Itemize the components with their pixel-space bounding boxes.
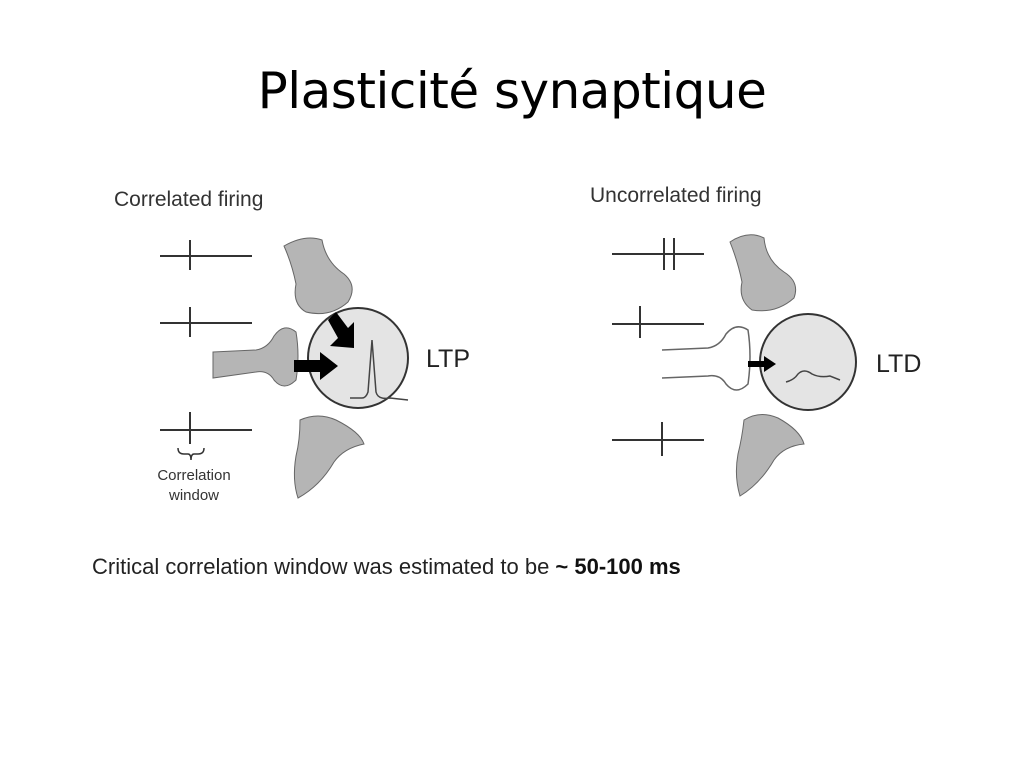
right-panel-uncorrelated: Uncorrelated firing LTD	[590, 184, 921, 497]
left-middle-terminal	[212, 327, 299, 387]
caption-bold-value: ~ 50-100 ms	[555, 554, 681, 579]
left-bottom-terminal	[293, 415, 365, 499]
right-bottom-terminal	[735, 414, 805, 497]
spike-train-r1	[612, 238, 704, 270]
spike-train-r2	[612, 306, 704, 338]
right-spike-trains	[612, 238, 704, 456]
spike-train-2	[160, 307, 252, 337]
left-top-terminal	[283, 237, 353, 315]
right-panel-heading: Uncorrelated firing	[590, 184, 762, 207]
right-arrow	[748, 356, 776, 372]
right-postsynaptic-soma	[759, 313, 857, 411]
spike-train-1	[160, 240, 252, 270]
left-panel-heading: Correlated firing	[114, 188, 263, 211]
caption-text: Critical correlation window was estimate…	[92, 554, 556, 579]
correlation-window-bracket	[177, 447, 205, 461]
correlation-window-label-line1: Correlation	[157, 467, 230, 484]
ltd-label: LTD	[876, 350, 921, 378]
right-flat-trace	[785, 370, 841, 383]
spike-train-r3	[612, 422, 704, 456]
left-panel-correlated: Correlated firing Correlation window LTP	[114, 188, 470, 504]
correlation-window-label-line2: window	[168, 487, 219, 504]
right-top-terminal	[729, 234, 797, 312]
spike-train-3	[160, 412, 252, 444]
left-epsp-trace	[350, 339, 409, 401]
left-arrow-horizontal	[294, 352, 338, 380]
ltp-label: LTP	[426, 345, 470, 373]
synaptic-plasticity-diagram: Correlated firing Correlation window LTP…	[114, 184, 921, 504]
slide-title: Plasticité synaptique	[257, 62, 767, 120]
left-postsynaptic-soma	[307, 307, 409, 409]
correlation-window-caption: Critical correlation window was estimate…	[92, 554, 681, 580]
left-spike-trains	[160, 240, 252, 444]
left-arrow-diagonal	[328, 312, 354, 348]
right-middle-terminal	[661, 326, 751, 391]
